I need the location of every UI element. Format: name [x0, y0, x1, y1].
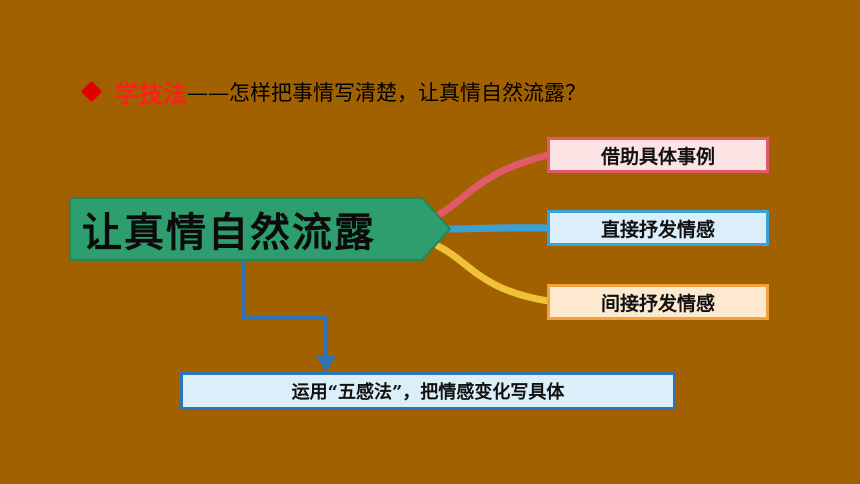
connector-to-branch-2	[441, 224, 552, 233]
main-topic-label: 让真情自然流露	[82, 209, 376, 256]
down-arrow-line	[242, 262, 328, 360]
main-topic-node: 让真情自然流露	[68, 196, 452, 262]
five-senses-box: 运用“五感法”，把情感变化写具体	[180, 372, 676, 410]
main-topic-shape	[69, 197, 452, 261]
connector-to-branch-1	[436, 151, 552, 218]
branch-example: 借助具体事例	[547, 137, 769, 173]
section-heading: 学技法 ——怎样把事情写清楚，让真情自然流露？	[78, 74, 586, 109]
heading-strong: 学技法	[115, 80, 187, 108]
branch-indirect: 间接抒发情感	[547, 284, 769, 320]
branch-direct: 直接抒发情感	[547, 210, 769, 246]
heading-rest: ——怎样把事情写清楚，让真情自然流露？	[187, 80, 586, 105]
connector-to-branch-3	[434, 242, 552, 305]
down-arrow-icon	[316, 356, 336, 372]
